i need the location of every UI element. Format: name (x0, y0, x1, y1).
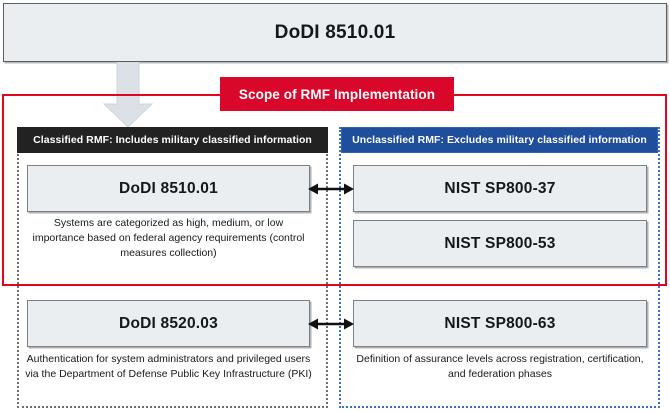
unclassified-column-frame (339, 127, 660, 408)
classified-column-frame (17, 127, 328, 408)
classified-header-label: Classified RMF: Includes military classi… (33, 134, 312, 146)
unclassified-column-header: Unclassified RMF: Excludes military clas… (341, 127, 658, 153)
top-node-label: DoDI 8510.01 (274, 21, 396, 43)
node-dodi-8510-classified: DoDI 8510.01 (27, 165, 310, 212)
node-label: DoDI 8520.03 (119, 314, 218, 332)
top-node-dodi-8510: DoDI 8510.01 (3, 3, 667, 62)
classified-column-header: Classified RMF: Includes military classi… (17, 127, 328, 153)
node-nist-sp800-37: NIST SP800-37 (353, 165, 647, 212)
unclassified-header-label: Unclassified RMF: Excludes military clas… (352, 134, 647, 146)
node-label: NIST SP800-53 (444, 234, 556, 252)
node-nist-sp800-53: NIST SP800-53 (353, 220, 647, 267)
node-caption-dodi-8510: Systems are categorized as high, medium,… (32, 217, 305, 259)
double-arrow-icon-top (308, 180, 354, 198)
node-label: NIST SP800-37 (444, 179, 556, 197)
scope-badge: Scope of RMF Implementation (220, 77, 454, 111)
node-caption-nist-sp800-63: Definition of assurance levels across re… (356, 353, 644, 380)
scope-badge-label: Scope of RMF Implementation (238, 86, 436, 102)
double-arrow-icon-bottom (308, 315, 354, 333)
node-label: DoDI 8510.01 (119, 179, 218, 197)
node-caption-dodi-8520: Authentication for system administrators… (25, 353, 312, 380)
node-nist-sp800-63: NIST SP800-63 (353, 300, 647, 347)
node-dodi-8520-03: DoDI 8520.03 (27, 300, 310, 347)
node-label: NIST SP800-63 (444, 314, 556, 332)
